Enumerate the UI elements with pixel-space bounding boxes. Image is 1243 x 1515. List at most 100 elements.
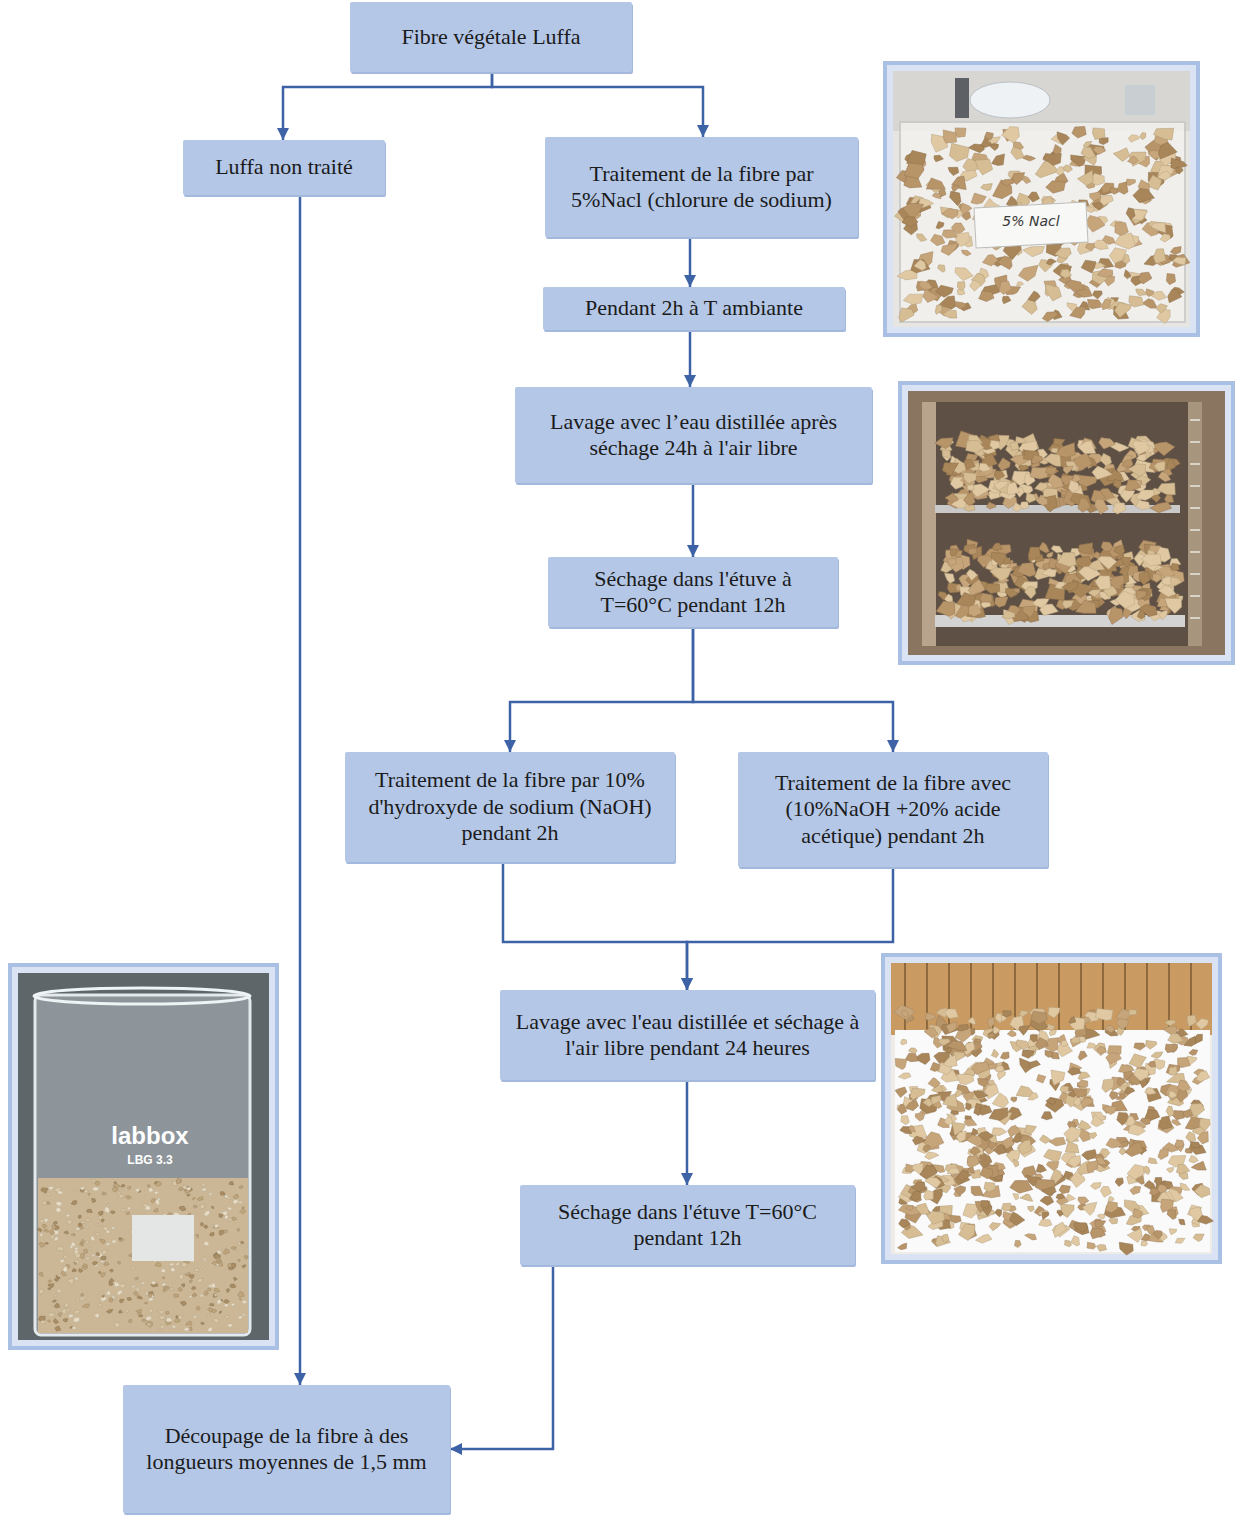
box-text: Traitement de la fibre avec (10%NaOH +20… — [747, 770, 1039, 849]
fibre-piece — [186, 1187, 191, 1191]
fibre-piece — [1166, 1064, 1180, 1074]
fibre-piece — [1054, 439, 1065, 446]
flow-arrow — [299, 195, 302, 1385]
fibre-piece — [955, 128, 966, 137]
fibre-piece — [1136, 289, 1147, 296]
fibre-piece — [1138, 272, 1152, 284]
fibre-piece — [110, 1269, 113, 1272]
fibre-piece — [1061, 1204, 1074, 1217]
fibre-piece — [923, 1145, 931, 1152]
fibre-piece — [75, 1189, 78, 1191]
fibre-piece — [989, 1108, 1008, 1121]
fibre-piece — [185, 1273, 190, 1277]
fibre-piece — [920, 1165, 937, 1179]
fibre-piece — [971, 1186, 983, 1195]
fibre-piece — [66, 1309, 70, 1313]
fibre-piece — [1119, 1242, 1133, 1255]
photo-text: 5% Nacl — [981, 213, 1081, 229]
fibre-piece — [1160, 234, 1170, 242]
fibre-piece — [1116, 1018, 1129, 1029]
fibre-piece — [938, 265, 946, 272]
fibre-piece — [68, 1314, 73, 1318]
fibre-piece — [129, 1254, 133, 1257]
fibre-piece — [104, 1206, 109, 1212]
fibre-piece — [927, 1211, 945, 1224]
fibre-piece — [955, 268, 973, 281]
fibre-piece — [171, 1268, 176, 1273]
fibre-piece — [1057, 553, 1076, 567]
fibre-piece — [936, 222, 944, 229]
fibre-piece — [180, 1301, 186, 1306]
process-box: Traitement de la fibre avec (10%NaOH +20… — [738, 752, 1048, 867]
wood-slat — [1058, 963, 1060, 1035]
fibre-piece — [1065, 1240, 1072, 1247]
fibre-piece — [207, 1314, 210, 1317]
fibre-piece — [957, 1074, 974, 1084]
fibre-piece — [201, 1322, 205, 1324]
fibre-piece — [1035, 1179, 1055, 1190]
fibre-piece — [997, 256, 1012, 270]
fibre-piece — [984, 1182, 996, 1192]
fibre-piece — [119, 1310, 123, 1313]
fibre-piece — [119, 1299, 124, 1303]
fibre-piece — [78, 1223, 82, 1227]
fibre-piece — [1078, 475, 1098, 487]
fibre-piece — [236, 1250, 239, 1252]
fibre-piece — [1186, 1132, 1196, 1141]
fibre-piece — [54, 1278, 59, 1282]
fibre-piece — [942, 463, 958, 476]
fibre-piece — [944, 1117, 953, 1125]
fibre-piece — [1125, 480, 1141, 491]
fibre-piece — [1066, 1194, 1075, 1201]
fibre-piece — [99, 1303, 102, 1306]
fibre-piece — [1038, 495, 1048, 506]
fibre-piece — [954, 1186, 966, 1196]
fibre-piece — [175, 1315, 178, 1318]
fibre-piece — [1007, 482, 1019, 495]
fibre-piece — [1136, 588, 1152, 600]
fibre-piece — [1017, 282, 1024, 286]
fibre-piece — [127, 1186, 131, 1190]
fibre-piece — [1045, 284, 1061, 301]
fibre-piece — [1097, 1244, 1107, 1251]
fibre-piece — [1162, 576, 1171, 585]
fibre-piece — [157, 1310, 164, 1314]
fibre-piece — [179, 1206, 186, 1211]
fibre-piece — [1022, 606, 1035, 617]
fibre-piece — [1189, 1050, 1198, 1056]
fibre-piece — [138, 1312, 142, 1316]
fibre-piece — [932, 193, 941, 199]
fibre-piece — [153, 1208, 158, 1212]
fibre-piece — [1190, 1142, 1200, 1148]
fibre-piece — [145, 1321, 152, 1327]
fibre-piece — [52, 1300, 56, 1302]
fibre-piece — [126, 1212, 130, 1215]
fibre-piece — [1184, 1036, 1196, 1046]
fibre-piece — [1013, 588, 1020, 593]
fibre-piece — [957, 1025, 968, 1032]
fibre-piece — [96, 1224, 100, 1226]
fibre-piece — [1102, 299, 1111, 309]
fibre-piece — [196, 1306, 200, 1310]
fibre-piece — [214, 1224, 218, 1228]
fibre-piece — [85, 1257, 91, 1260]
fibre-piece — [202, 1257, 207, 1261]
fibre-piece — [1042, 312, 1057, 322]
fibre-piece — [226, 1289, 229, 1293]
fibre-piece — [1141, 1241, 1147, 1247]
fibre-piece — [947, 1168, 959, 1174]
fibre-piece — [147, 1294, 154, 1298]
fibre-piece — [976, 1234, 992, 1243]
process-box: Traitement de la fibre par 5%Nacl (chlor… — [545, 137, 858, 237]
fibre-piece — [1095, 499, 1109, 514]
fibre-piece — [1166, 1106, 1174, 1117]
fibre-piece — [80, 1298, 84, 1300]
fibre-piece — [1167, 1210, 1176, 1219]
fibre-piece — [1159, 610, 1168, 620]
fibre-piece — [966, 569, 977, 580]
fibre-piece — [916, 1203, 930, 1214]
fibre-piece — [58, 1191, 63, 1195]
fibre-piece — [125, 1195, 131, 1199]
fibre-piece — [926, 178, 945, 189]
fibre-piece — [1108, 1196, 1114, 1201]
